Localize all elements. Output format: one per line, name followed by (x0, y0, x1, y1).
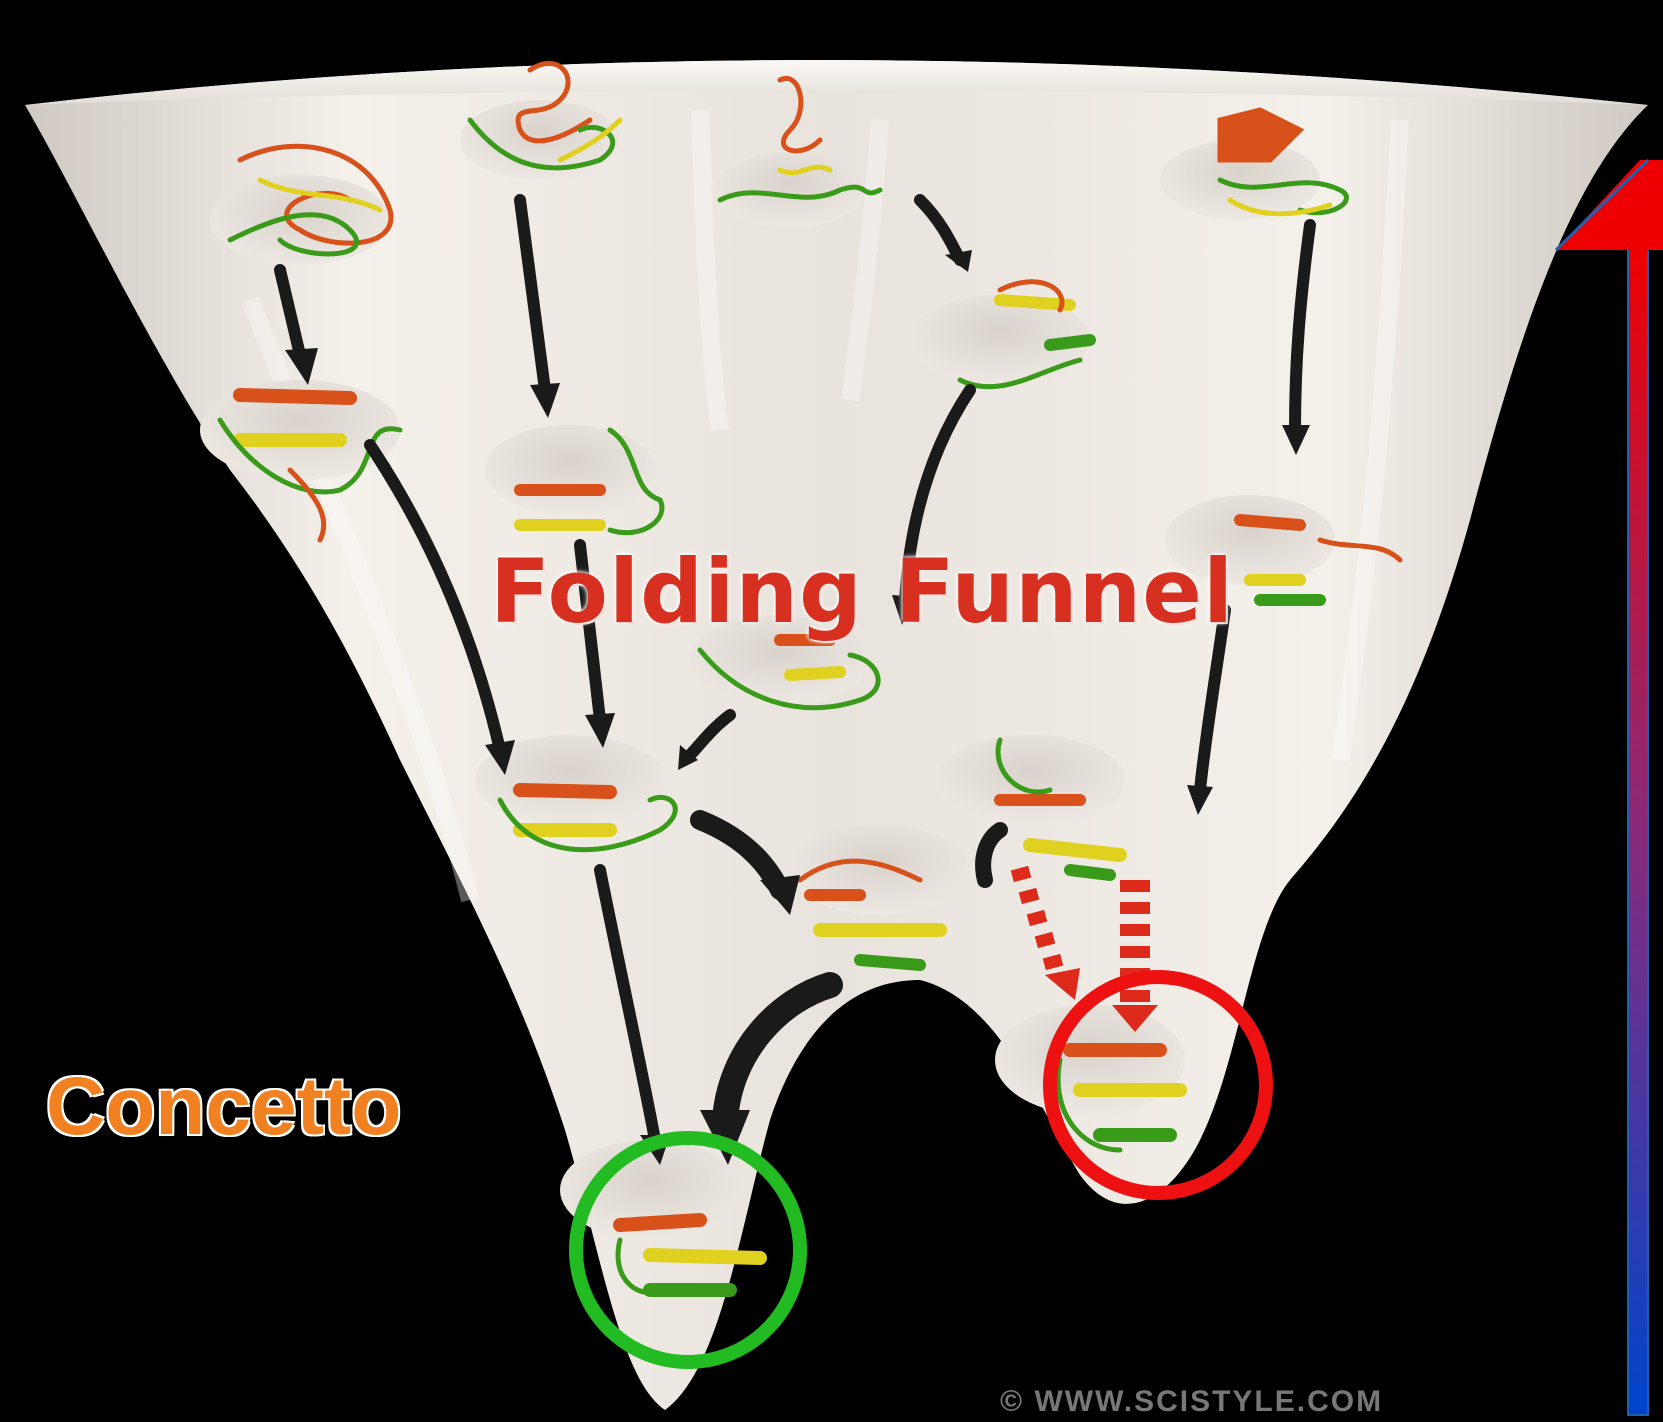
credit-watermark: © WWW.SCISTYLE.COM (1000, 1385, 1383, 1419)
diagram-title: Folding Funnel (490, 540, 1234, 643)
funnel-surface (25, 60, 1648, 1410)
concept-label: Concetto (46, 1060, 401, 1154)
vertical-gradient-arrow-icon (1556, 160, 1663, 1415)
